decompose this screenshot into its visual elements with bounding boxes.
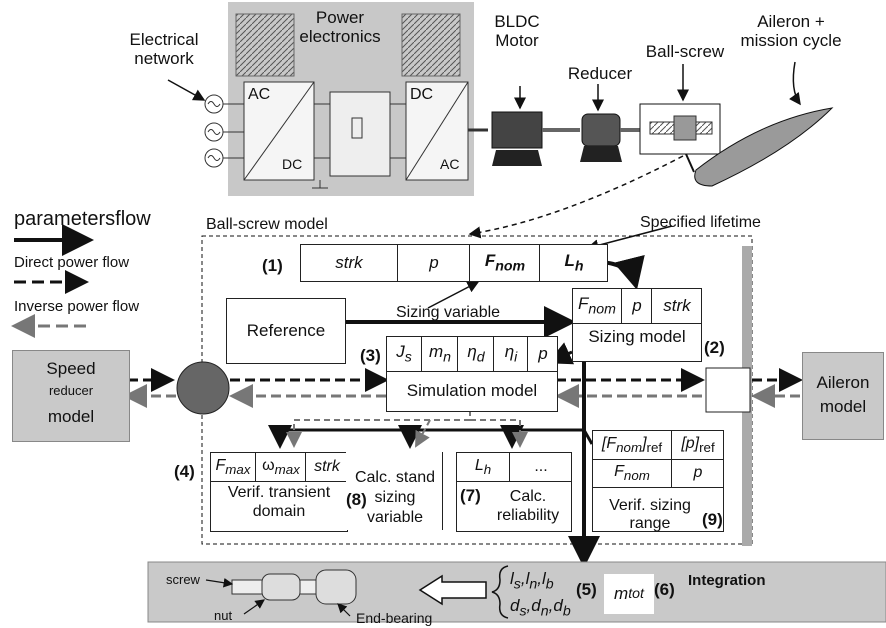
sizing-strk-cell: strk <box>663 296 691 315</box>
mn-cell: mn <box>428 342 452 366</box>
screw-label: screw <box>166 572 200 587</box>
omega-max-cell: ωmax <box>262 456 300 478</box>
legend-direct-power-flow: Direct power flow <box>14 254 130 271</box>
fnom-cell: Fnom <box>484 251 526 275</box>
p-ref-cell: [p]ref <box>681 434 715 456</box>
speed-reducer-interface <box>176 361 230 415</box>
verif-transient-box: Fmax ωmax strk Verif. transient domain <box>210 452 348 532</box>
label-6: (6) <box>654 580 675 599</box>
reducer-label-side: reducer <box>48 383 94 398</box>
reliability-more-cell: ... <box>534 458 548 475</box>
ball-screw-model-title: Ball-screw model <box>206 216 328 233</box>
calc-stand-box: Calc. stand sizing variable <box>346 452 443 530</box>
label-8: (8) <box>346 490 367 509</box>
eta-i-cell: ηi <box>504 342 518 366</box>
verif-transient-label: Verif. transient domain <box>227 484 331 520</box>
range-fnom-cell: Fnom <box>614 462 650 484</box>
label-9: (9) <box>702 510 723 529</box>
aileron-label-side: Aileron <box>816 373 870 392</box>
end-bearing-label: End-bearing <box>356 610 433 626</box>
aileron-model-box: Aileron model <box>802 352 884 440</box>
sizing-fnom-cell: Fnom <box>578 294 616 318</box>
integration-label: Integration <box>688 572 766 589</box>
nut-label: nut <box>214 608 233 623</box>
transient-strk-cell: strk <box>314 458 340 475</box>
label-4: (4) <box>174 462 195 481</box>
reference-box: Reference <box>226 298 346 364</box>
heatsink-left <box>235 13 295 77</box>
specified-lifetime-label: Specified lifetime <box>640 214 761 231</box>
bldc-motor-label: BLDC Motor <box>494 12 540 50</box>
range-p-cell: p <box>693 464 703 481</box>
heatsink-right <box>401 13 461 77</box>
hollow-arrow-icon <box>418 574 487 606</box>
js-cell: Js <box>396 342 412 366</box>
strk-cell: strk <box>335 253 363 272</box>
aileron-model-label-side: model <box>819 397 867 416</box>
calc-reliability-box: Lh ... Calc. reliability <box>456 452 572 532</box>
aileron-interface <box>705 367 751 413</box>
label-7: (7) <box>460 486 481 505</box>
dc-right-label: DC <box>410 86 434 103</box>
ac-left-label: AC <box>248 86 271 103</box>
aileron-mission-label: Aileron + mission cycle <box>740 12 842 50</box>
sim-p-cell: p <box>538 344 548 363</box>
model-label-side: model <box>47 407 95 426</box>
verif-sizing-range-box: [Fnom]ref [p]ref Fnom p Verif. sizing ra… <box>592 430 724 532</box>
p-cell: p <box>429 253 439 272</box>
ball-screw-label: Ball-screw <box>645 42 725 61</box>
sizing-model-box: Fnom p strk Sizing model <box>572 288 702 362</box>
legend-inverse-power-flow: Inverse power flow <box>14 298 140 315</box>
power-electronics-label: Power electronics <box>299 8 381 46</box>
label-1: (1) <box>262 256 283 275</box>
calc-stand-label: Calc. stand sizing variable <box>354 469 436 526</box>
fnom-ref-cell: [Fnom]ref <box>601 434 663 456</box>
chopper-box <box>329 91 391 177</box>
speed-reducer-model-box: Speed reducer model <box>12 350 130 442</box>
legend-parameters-flow: parametersflow <box>14 208 151 230</box>
verif-sizing-range-label: Verif. sizing range <box>609 497 691 532</box>
simulation-model-label: Simulation model <box>406 381 538 400</box>
fmax-cell: Fmax <box>215 456 251 478</box>
ac-right-label: AC <box>440 156 460 172</box>
sizing-model-label: Sizing model <box>588 327 686 346</box>
reducer-icon <box>581 113 621 147</box>
label-2: (2) <box>704 338 725 357</box>
sizing-p-cell: p <box>632 296 642 315</box>
sizing-variable-label: Sizing variable <box>396 304 501 321</box>
label-5: (5) <box>576 580 597 599</box>
aileron-icon <box>694 107 834 187</box>
calc-reliability-label: Calc. reliability <box>496 488 560 524</box>
label-3: (3) <box>360 346 381 365</box>
input-parameters-row: strk p Fnom Lh <box>300 244 608 282</box>
reducer-label: Reducer <box>567 64 633 83</box>
electrical-network-label: Electrical network <box>129 30 199 68</box>
simulation-model-box: Js mn ηd ηi p Simulation model <box>386 336 558 412</box>
bldc-motor-icon <box>491 111 543 149</box>
reliability-lh-cell: Lh <box>474 456 492 478</box>
eta-d-cell: ηd <box>467 342 485 366</box>
lh-cell: Lh <box>564 251 584 275</box>
speed-label: Speed <box>46 359 96 378</box>
dimension-variables: ls,ln,lb ds,dn,db <box>510 569 571 620</box>
dc-left-label: DC <box>282 156 303 172</box>
